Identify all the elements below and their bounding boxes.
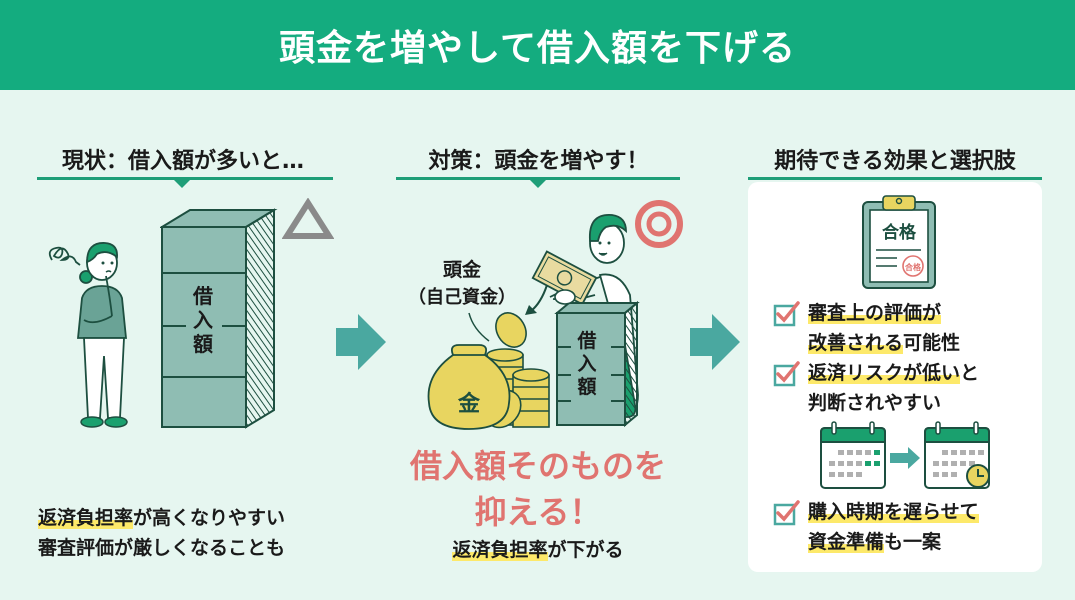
clipboard-title: 合格: [882, 222, 917, 243]
down-payment-sublabel: （自己資金）: [408, 287, 516, 308]
calendar-delay-illustration: [820, 421, 990, 489]
worry-squiggle-icon: [48, 246, 81, 266]
arrow-right-icon: [890, 447, 920, 469]
flow-arrow-icon: [336, 314, 386, 370]
measure-emphasis: 借入額そのものを 抑える！: [409, 447, 666, 531]
measure-heading: 対策：頭金を増やす！: [428, 149, 649, 174]
checklist-item: 審査上の評価が 改善される可能性: [772, 298, 960, 358]
clock-icon: [966, 464, 990, 488]
pass-stamp: 合格: [904, 262, 922, 272]
checklist-item: 返済リスクが低いと 判断されやすい: [772, 358, 979, 418]
current-caption: 返済負担率が高くなりやすい 審査評価が厳しくなることも: [38, 507, 286, 559]
loan-block-label: 借 入 額: [193, 284, 213, 356]
effects-underline: [748, 177, 1042, 180]
man-with-money-illustration: 金: [427, 214, 640, 430]
money-bag-label: 金: [457, 391, 481, 417]
calendar-later-icon: [924, 421, 990, 489]
banknote-icon: [531, 250, 598, 306]
current-pointer: [173, 179, 191, 188]
measure-caption: 返済負担率が下がる: [452, 539, 624, 561]
worried-person-illustration: [48, 242, 128, 428]
measure-pointer: [529, 179, 547, 188]
calendar-icon: [820, 421, 886, 489]
current-heading: 現状：借入額が多いと…: [61, 149, 304, 174]
measure-underline: [396, 177, 680, 180]
title-banner: 頭金を増やして借入額を下げる: [0, 0, 1075, 90]
clipboard-pass-icon: 合格 合格: [862, 195, 936, 289]
effects-heading: 期待できる効果と選択肢: [774, 149, 1016, 174]
checkbox-checked-icon: [773, 361, 800, 387]
page-title: 頭金を増やして借入額を下げる: [279, 28, 796, 69]
flow-arrow-icon: [690, 314, 740, 370]
triangle-rating-icon: [282, 198, 334, 239]
double-circle-rating-icon: [635, 200, 683, 248]
checkbox-checked-icon: [773, 301, 800, 327]
money-bag-icon: 金: [427, 344, 511, 430]
current-underline: [37, 177, 333, 180]
checklist-item: 購入時期を遅らせて 資金準備も一案: [772, 497, 979, 557]
measure-block-label: 借 入 額: [577, 330, 597, 398]
checkbox-checked-icon: [773, 500, 800, 526]
down-payment-label: 頭金: [442, 259, 481, 281]
loan-block-tall: [160, 208, 278, 429]
